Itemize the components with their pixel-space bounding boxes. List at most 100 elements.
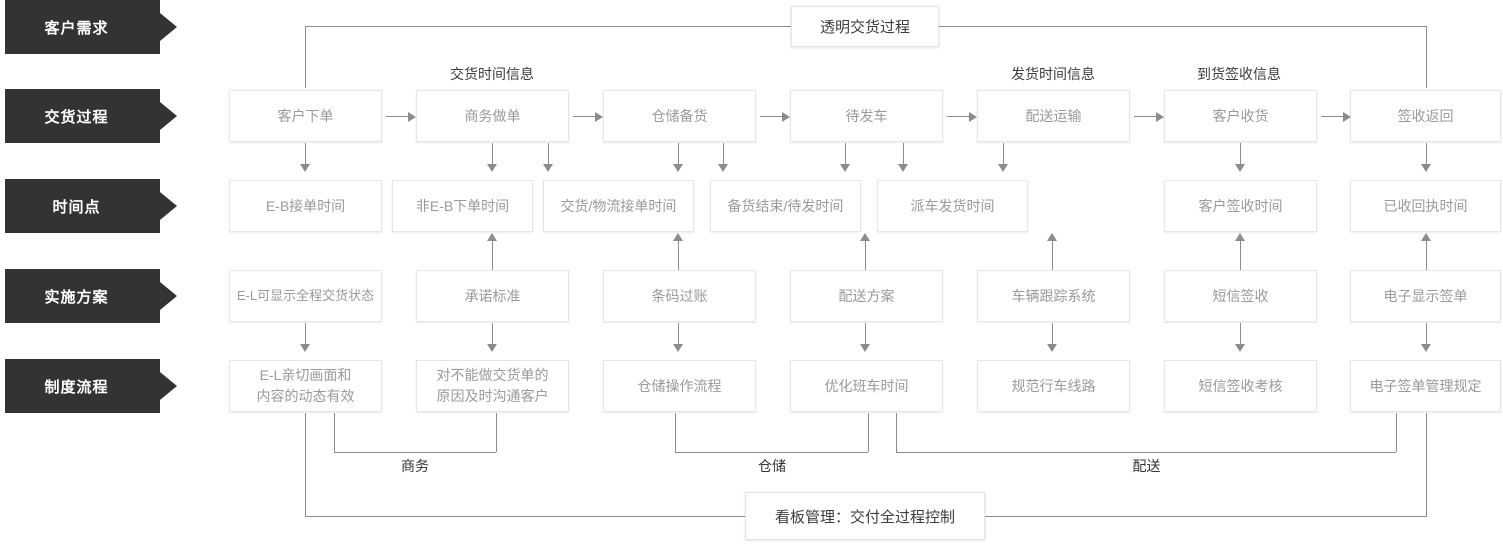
caption-text: 到货签收信息 xyxy=(1197,66,1281,82)
solution-to-policy-connector-1 xyxy=(305,323,306,346)
down-connector-5 xyxy=(723,143,724,166)
policy-node-3[interactable]: 仓储操作流程 xyxy=(603,360,756,412)
node-label: 客户签收时间 xyxy=(1198,198,1283,214)
lane-tag-label: 制度流程 xyxy=(44,378,109,396)
top-loop-right-vertical xyxy=(1426,26,1427,88)
timepoint-node-3[interactable]: 交货/物流接单时间 xyxy=(543,180,694,232)
process-node-4[interactable]: 待发车 xyxy=(790,90,943,142)
down-arrow-2 xyxy=(487,164,497,172)
node-label: 客户收货 xyxy=(1212,108,1269,124)
solution-to-policy-connector-5 xyxy=(1052,323,1053,346)
node-label: E-L可显示全程交货状态 xyxy=(236,288,375,303)
group-bracket-business-right xyxy=(496,413,497,452)
node-label: 短信签收考核 xyxy=(1198,378,1283,394)
process-node-6[interactable]: 客户收货 xyxy=(1164,90,1317,142)
timepoint-node-5[interactable]: 派车发货时间 xyxy=(877,180,1028,232)
top-loop-left-vertical xyxy=(305,26,306,88)
policy-node-7[interactable]: 电子签单管理规定 xyxy=(1350,360,1501,412)
bottom-loop-right-vertical xyxy=(1426,413,1427,517)
policy-node-2[interactable]: 对不能做交货单的 原因及时沟通客户 xyxy=(416,360,569,412)
bottom-loop-left-vertical xyxy=(305,413,306,517)
down-arrow-4 xyxy=(673,164,683,172)
lane-tag-nib-icon xyxy=(160,372,177,400)
solution-node-7[interactable]: 电子显示签单 xyxy=(1350,270,1501,322)
down-connector-10 xyxy=(1426,143,1427,166)
process-arrow-line-2 xyxy=(573,116,595,117)
solution-to-policy-arrow-5 xyxy=(1047,344,1057,352)
node-label: 承诺标准 xyxy=(464,288,521,304)
solution-node-5[interactable]: 车辆跟踪系统 xyxy=(977,270,1130,322)
up-connector-1 xyxy=(492,240,493,270)
node-label: 备货结束/待发时间 xyxy=(727,198,844,214)
process-node-5[interactable]: 配送运输 xyxy=(977,90,1130,142)
callout-transparent-delivery[interactable]: 透明交货过程 xyxy=(791,6,939,47)
down-arrow-8 xyxy=(998,164,1008,172)
policy-node-6[interactable]: 短信签收考核 xyxy=(1164,360,1317,412)
lane-tag-system-process[interactable]: 制度流程 xyxy=(5,359,177,413)
node-label: 交货/物流接单时间 xyxy=(560,198,677,214)
process-arrow-head-4 xyxy=(969,112,977,122)
solution-node-1[interactable]: E-L可显示全程交货状态 xyxy=(229,270,382,322)
node-label: 电子显示签单 xyxy=(1383,288,1468,304)
down-connector-1 xyxy=(305,143,306,166)
top-loop-horizontal-left xyxy=(305,26,791,27)
lane-tag-label: 时间点 xyxy=(52,198,101,216)
timepoint-node-6[interactable]: 客户签收时间 xyxy=(1164,180,1317,232)
process-arrow-line-3 xyxy=(760,116,782,117)
group-bracket-warehouse-right xyxy=(868,413,869,452)
up-connector-3 xyxy=(865,240,866,270)
process-node-3[interactable]: 仓储备货 xyxy=(603,90,756,142)
process-arrow-head-2 xyxy=(595,112,603,122)
process-arrow-line-1 xyxy=(386,116,408,117)
node-label: 已收回执时间 xyxy=(1383,198,1468,214)
process-arrow-line-4 xyxy=(947,116,969,117)
solution-to-policy-arrow-4 xyxy=(860,344,870,352)
down-connector-8 xyxy=(1003,143,1004,166)
group-bracket-warehouse-bottom xyxy=(675,452,868,453)
lane-tag-delivery-process[interactable]: 交货过程 xyxy=(5,89,177,143)
group-bracket-warehouse-left xyxy=(675,413,676,452)
down-connector-6 xyxy=(845,143,846,166)
solution-to-policy-connector-6 xyxy=(1240,323,1241,346)
lane-tag-implementation-plan[interactable]: 实施方案 xyxy=(5,269,177,323)
caption-text: 交货时间信息 xyxy=(450,66,534,82)
solution-node-2[interactable]: 承诺标准 xyxy=(416,270,569,322)
solution-to-policy-arrow-2 xyxy=(487,344,497,352)
node-label: 待发车 xyxy=(845,108,888,124)
solution-node-6[interactable]: 短信签收 xyxy=(1164,270,1317,322)
process-node-7[interactable]: 签收返回 xyxy=(1350,90,1501,142)
lane-tag-customer-demand[interactable]: 客户需求 xyxy=(5,0,177,54)
solution-node-3[interactable]: 条码过账 xyxy=(603,270,756,322)
down-arrow-6 xyxy=(840,164,850,172)
callout-label: 看板管理：交付全过程控制 xyxy=(774,508,955,526)
node-label: 非E-B下单时间 xyxy=(415,198,510,214)
policy-node-4[interactable]: 优化班车时间 xyxy=(790,360,943,412)
group-label-business: 商务 xyxy=(335,456,495,476)
group-bracket-business-left xyxy=(334,413,335,452)
lane-tag-time-point[interactable]: 时间点 xyxy=(5,179,177,233)
node-label: 优化班车时间 xyxy=(824,378,909,394)
solution-node-4[interactable]: 配送方案 xyxy=(790,270,943,322)
process-arrow-line-5 xyxy=(1134,116,1156,117)
down-connector-2 xyxy=(492,143,493,166)
node-label: 客户下单 xyxy=(277,108,334,124)
down-arrow-9 xyxy=(1235,164,1245,172)
process-arrow-head-6 xyxy=(1343,112,1351,122)
lane-tag-nib-icon xyxy=(160,102,177,130)
process-node-2[interactable]: 商务做单 xyxy=(416,90,569,142)
lane-tag-nib-icon xyxy=(160,192,177,220)
policy-node-5[interactable]: 规范行车线路 xyxy=(977,360,1130,412)
node-label: 规范行车线路 xyxy=(1011,378,1096,394)
timepoint-node-2[interactable]: 非E-B下单时间 xyxy=(392,180,533,232)
group-bracket-delivery-right xyxy=(1396,413,1397,452)
timepoint-node-4[interactable]: 备货结束/待发时间 xyxy=(710,180,861,232)
policy-node-1[interactable]: E-L亲切画面和 内容的动态有效 xyxy=(229,360,382,412)
process-node-1[interactable]: 客户下单 xyxy=(229,90,382,142)
callout-kanban-management[interactable]: 看板管理：交付全过程控制 xyxy=(745,492,985,540)
up-arrow-5 xyxy=(1235,233,1245,241)
timepoint-node-7[interactable]: 已收回执时间 xyxy=(1350,180,1501,232)
timepoint-node-1[interactable]: E-B接单时间 xyxy=(229,180,382,232)
node-label: 短信签收 xyxy=(1212,288,1269,304)
up-arrow-6 xyxy=(1421,233,1431,241)
solution-to-policy-connector-2 xyxy=(492,323,493,346)
